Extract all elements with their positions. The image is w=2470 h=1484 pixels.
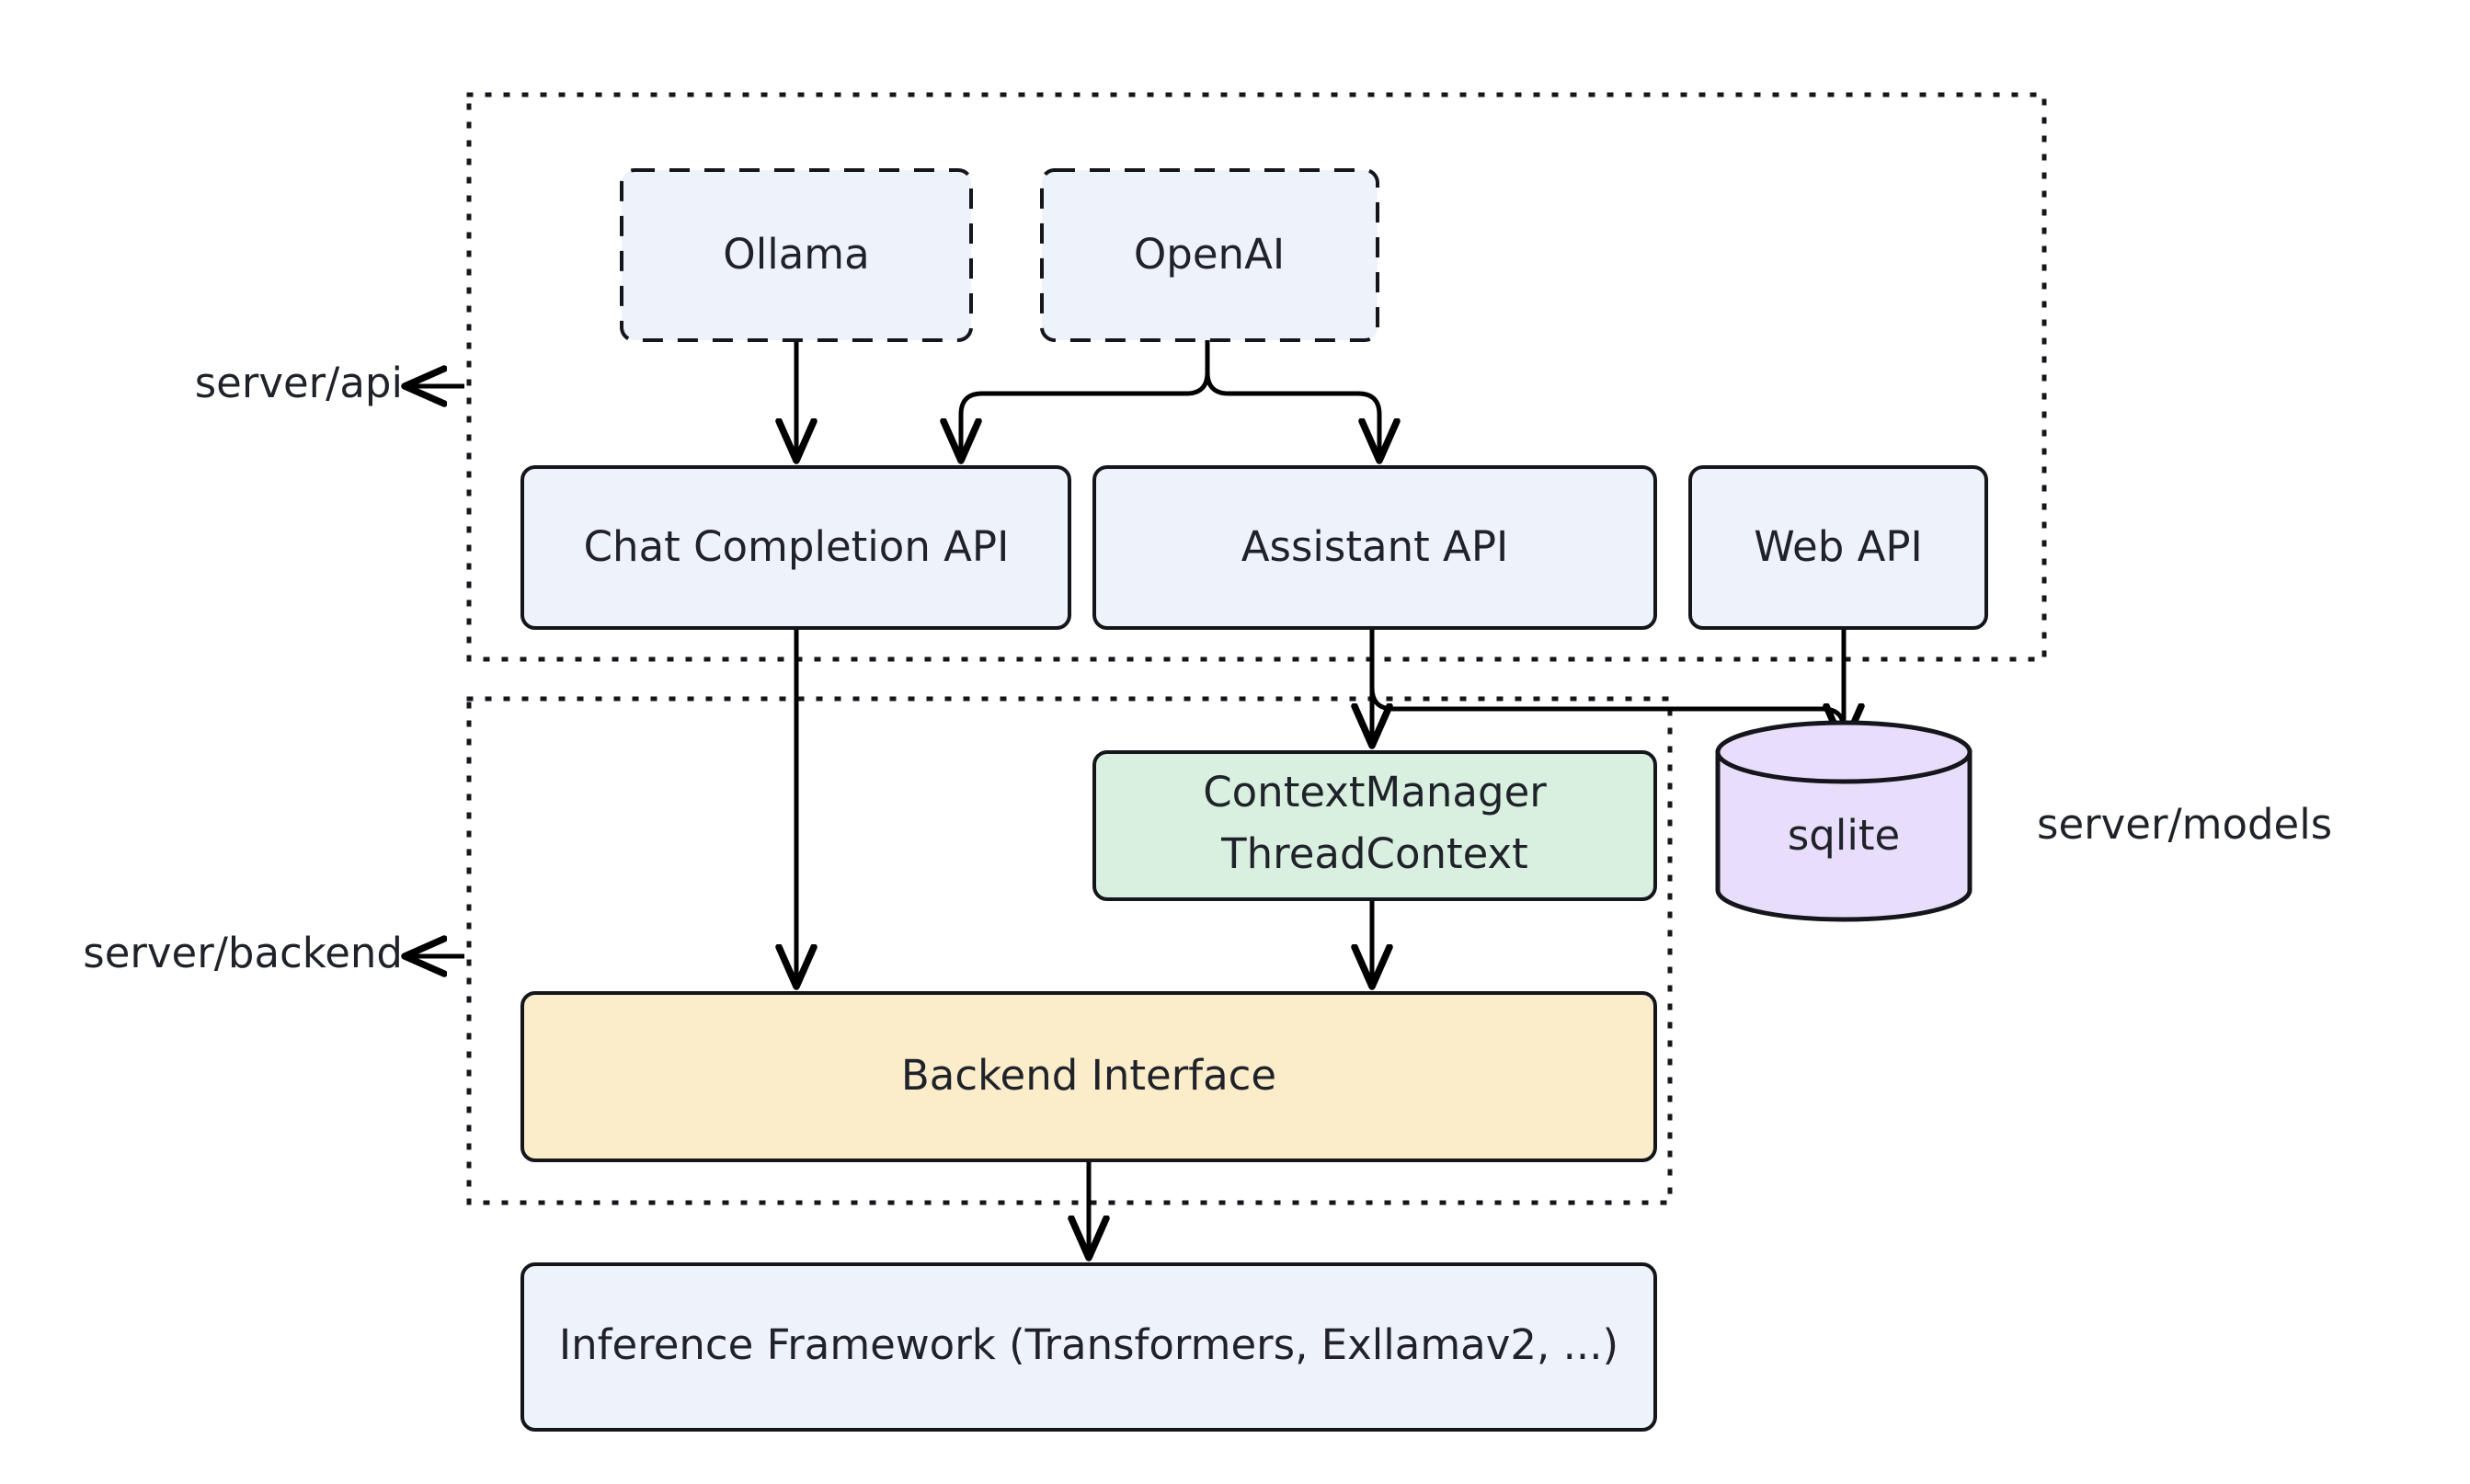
node-inference-framework[interactable] <box>520 1262 1657 1432</box>
node-ollama-label: Ollama <box>723 230 869 279</box>
node-web-api-label: Web API <box>1754 522 1923 571</box>
node-assistant-api-label: Assistant API <box>1241 522 1509 571</box>
node-openai-label: OpenAI <box>1134 230 1285 279</box>
node-openai[interactable] <box>1040 168 1379 342</box>
edge-assistant-api-to-sqlite <box>1369 628 1847 736</box>
sqlite-cylinder-body <box>1715 749 1973 922</box>
node-context-manager-label-line1: ContextManager <box>1203 768 1547 816</box>
group-label-server-api: server/api <box>195 359 403 407</box>
group-label-server-backend: server/backend <box>83 929 403 977</box>
group-box-server-api <box>466 92 2047 662</box>
group-label-server-models: server/models <box>2037 800 2332 849</box>
group-box-server-backend <box>466 696 1673 1205</box>
node-context-manager-label-line2: ThreadContext <box>1220 829 1528 878</box>
edge-openai-to-assistant-api <box>1205 340 1379 458</box>
node-ollama[interactable] <box>620 168 973 342</box>
node-context-manager[interactable] <box>1092 750 1657 901</box>
node-chat-completion-api[interactable] <box>520 465 1071 630</box>
node-assistant-api[interactable] <box>1092 465 1657 630</box>
sqlite-cylinder-top <box>1715 720 1973 784</box>
edge-openai-to-chat-api <box>961 340 1210 458</box>
node-sqlite-label: sqlite <box>1788 811 1900 860</box>
node-web-api[interactable] <box>1688 465 1988 630</box>
node-chat-completion-api-label: Chat Completion API <box>584 522 1010 571</box>
node-inference-framework-label: Inference Framework (Transformers, Exlla… <box>559 1320 1618 1369</box>
node-backend-interface[interactable] <box>520 991 1657 1162</box>
node-sqlite-database[interactable] <box>1715 720 1973 922</box>
node-backend-interface-label: Backend Interface <box>901 1051 1276 1100</box>
